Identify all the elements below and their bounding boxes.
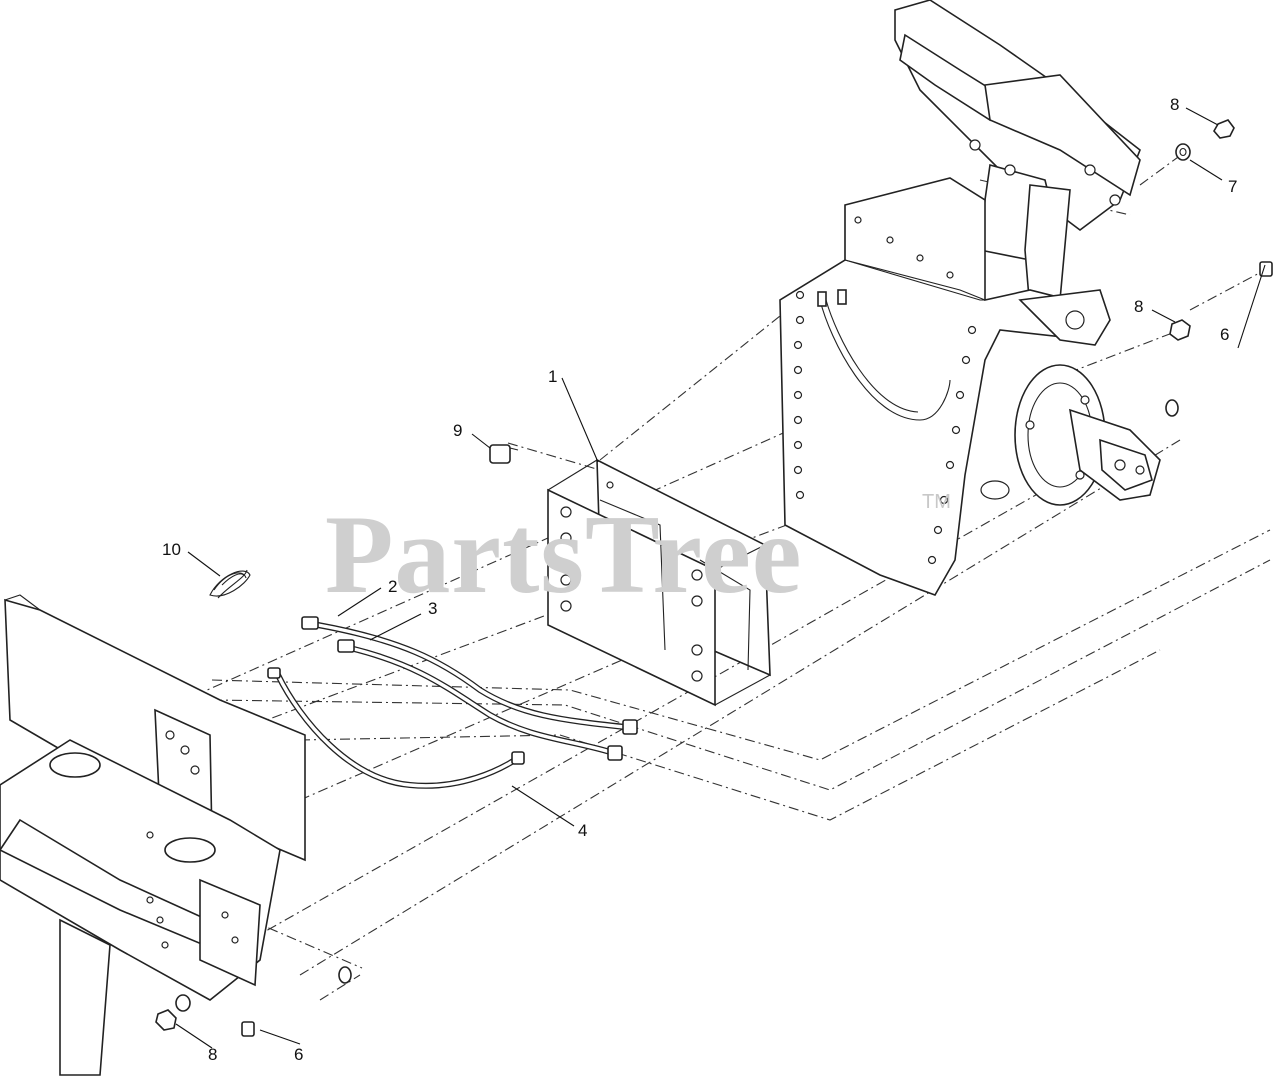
fasteners — [155, 119, 1273, 1037]
callout-2: 2 — [388, 577, 397, 596]
hydraulic-hoses — [267, 616, 638, 789]
callout-8-middle: 8 — [1134, 297, 1143, 316]
callout-8-bottom: 8 — [208, 1045, 217, 1064]
watermark: PartsTree TM — [325, 491, 951, 617]
callout-leaders — [175, 107, 1266, 1049]
upper-tower-assembly — [894, 0, 1141, 312]
callout-10: 10 — [162, 540, 181, 559]
main-tower-housing — [779, 177, 1111, 596]
callout-4: 4 — [578, 821, 587, 840]
callout-9: 9 — [453, 421, 462, 440]
callout-labels: 1 2 3 4 6 6 7 8 8 8 9 10 — [162, 95, 1237, 1064]
part-1-mounting-bracket — [547, 458, 771, 707]
callout-6-right: 6 — [1220, 325, 1229, 344]
chassis-frame — [0, 594, 306, 1076]
callout-7: 7 — [1228, 177, 1237, 196]
callout-3: 3 — [428, 599, 437, 618]
watermark-trademark: TM — [922, 491, 951, 513]
part-9-bolt — [489, 444, 519, 464]
callout-8-top: 8 — [1170, 95, 1179, 114]
callout-1: 1 — [548, 367, 557, 386]
callout-6-bottom: 6 — [294, 1045, 303, 1064]
part-10-cable-tie — [209, 569, 251, 599]
drive-motor — [1014, 364, 1161, 506]
watermark-text: PartsTree — [325, 493, 803, 617]
